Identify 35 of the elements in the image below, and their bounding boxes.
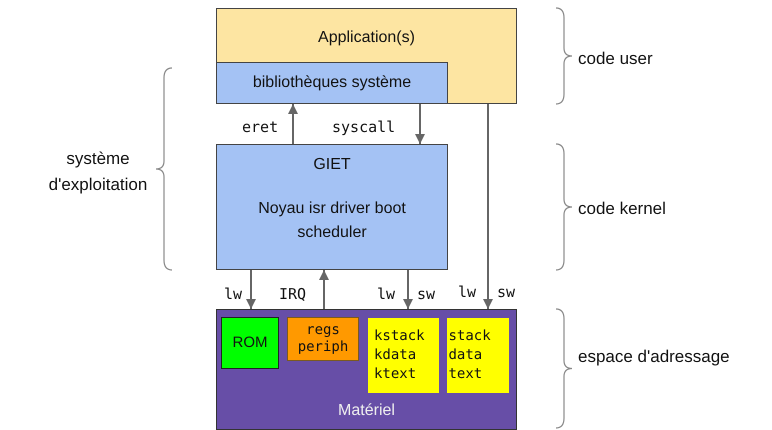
annotation: espace d'adressage [578,346,730,368]
box-label: stack data text [448,327,492,384]
edge-label: lw [224,284,242,305]
box-description: Noyau isr driver boot scheduler [257,199,407,243]
edge-label: lw [458,282,476,303]
arrow [483,104,493,309]
arrow [319,270,329,309]
box-label: bibliothèques système [252,73,412,93]
application-box [216,8,517,104]
edge-label: IRQ [279,284,306,305]
edge-label: lw [377,284,396,305]
box-label: regs periph [296,322,350,356]
edge-label: syscall [332,117,396,138]
signal-label: sw [497,282,516,303]
annotation: système d'exploitation [48,148,148,196]
library-box [216,62,448,104]
registers-box [287,317,359,361]
box-label: Application(s) [317,28,416,48]
signal-label: sw [417,284,436,305]
arrow [288,104,298,144]
annotation: code kernel [578,198,666,220]
arrow [415,104,425,144]
box-label: ROM [232,332,268,353]
user-segments-box [447,318,509,393]
box-label: Matériel [337,401,396,421]
arrow [403,270,413,309]
hardware-box [216,309,517,430]
box-label: GIET [313,155,351,175]
rom-box [221,317,279,369]
kernel-box [216,144,448,270]
annotation: code user [578,48,653,70]
kernel-segments-box [368,318,439,393]
box-label: kstack kdata ktext [374,327,426,384]
edge-label: eret [242,117,278,138]
arrow [246,270,256,309]
